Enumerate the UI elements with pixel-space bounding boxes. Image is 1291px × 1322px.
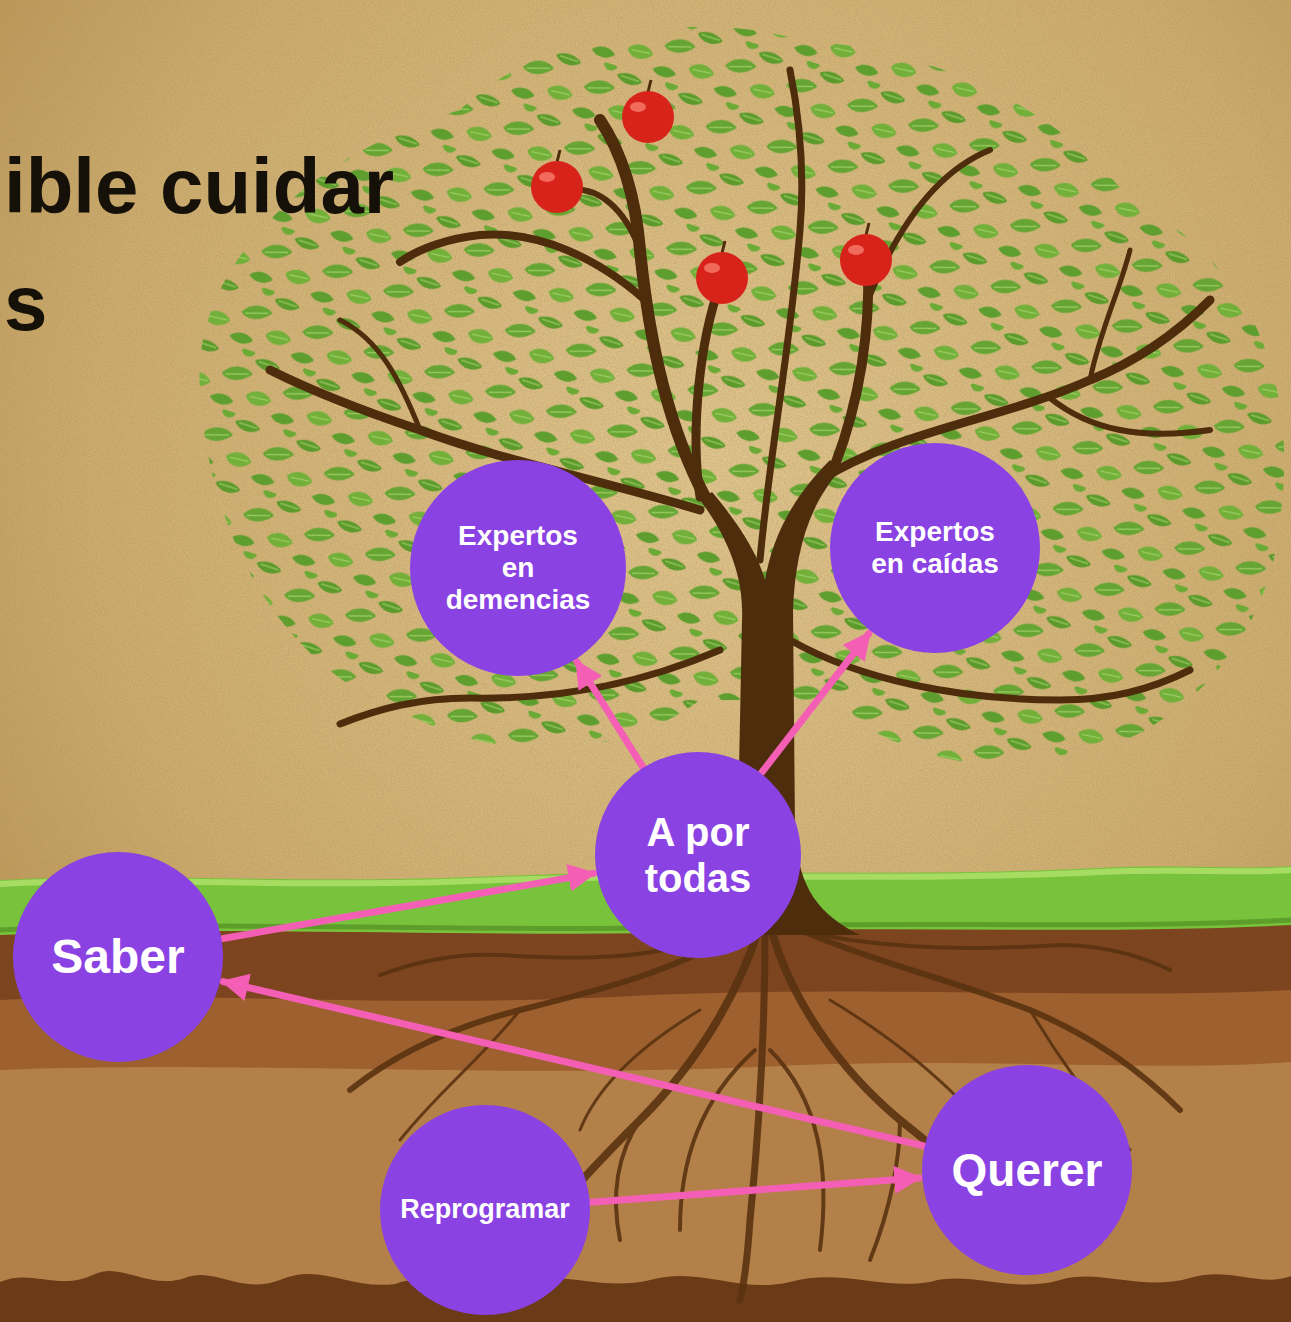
- apple-body: [622, 91, 674, 143]
- pink-arrow: [591, 1178, 920, 1202]
- apple-shine: [539, 172, 555, 182]
- circle-fill: [595, 752, 801, 958]
- circle-label: Expertos en demencias: [442, 520, 594, 617]
- pink-arrow: [222, 873, 593, 938]
- apples: [531, 80, 892, 304]
- pink-arrow: [762, 634, 869, 773]
- root: [740, 930, 765, 1300]
- circle-label: Querer: [952, 1144, 1103, 1197]
- root: [680, 1050, 755, 1230]
- pink-arrow: [577, 662, 643, 767]
- slide-title: ible cuidar s: [4, 128, 414, 362]
- circle-fill: [410, 460, 626, 676]
- branch: [820, 300, 1210, 480]
- apple: [696, 241, 748, 304]
- apple-shine: [704, 263, 720, 273]
- soil-light: [0, 1062, 1291, 1322]
- goal-circle: A por todas: [595, 752, 801, 958]
- goal-circle: Expertos en demencias: [410, 460, 626, 676]
- root: [830, 1000, 960, 1100]
- circle-label: Saber: [51, 929, 184, 984]
- node-text: Reprogramar: [400, 1194, 570, 1225]
- apple-stem: [648, 80, 651, 92]
- soil-rocks: [0, 1271, 1291, 1322]
- circle-fill: [830, 443, 1040, 653]
- node-text: Expertos en caídas: [864, 516, 1006, 580]
- apple: [531, 150, 583, 213]
- apple-body: [696, 252, 748, 304]
- goal-circle: Expertos en caídas: [830, 443, 1040, 653]
- branch: [760, 70, 802, 560]
- branch: [790, 640, 1190, 700]
- root: [770, 1050, 823, 1250]
- apple-shine: [630, 102, 646, 112]
- circle-fill: [380, 1105, 590, 1315]
- apple-stem: [866, 223, 869, 235]
- goal-circle: Querer: [922, 1065, 1132, 1275]
- goal-circle: Saber: [13, 852, 223, 1062]
- circle-fill: [922, 1065, 1132, 1275]
- branch: [1050, 398, 1210, 434]
- branch: [340, 320, 420, 430]
- branch: [696, 285, 720, 497]
- circle-outline: [595, 752, 801, 958]
- circle-label: Expertos en caídas: [864, 516, 1006, 580]
- branch: [835, 268, 868, 465]
- branch: [1090, 250, 1130, 380]
- node-text: Expertos en demencias: [442, 520, 594, 617]
- tree-branches: [270, 70, 1210, 724]
- node-text: Saber: [51, 929, 184, 984]
- apple-stem: [557, 150, 560, 162]
- apple: [840, 223, 892, 286]
- branch: [868, 150, 990, 300]
- node-text: A por todas: [633, 809, 763, 901]
- soil-mid: [0, 990, 1291, 1322]
- root: [820, 935, 1170, 970]
- goal-circle: Reprogramar: [380, 1105, 590, 1315]
- circle-fill: [13, 852, 223, 1062]
- branch: [400, 234, 645, 300]
- apple-body: [531, 161, 583, 213]
- circle-label: Reprogramar: [400, 1194, 570, 1225]
- apple: [622, 80, 674, 143]
- node-text: Querer: [952, 1144, 1103, 1197]
- root: [616, 1120, 640, 1240]
- apple-shine: [848, 245, 864, 255]
- branch: [600, 120, 705, 497]
- circle-label: A por todas: [633, 809, 763, 901]
- apple-stem: [722, 241, 725, 253]
- pink-arrow: [223, 982, 924, 1146]
- apple-body: [840, 234, 892, 286]
